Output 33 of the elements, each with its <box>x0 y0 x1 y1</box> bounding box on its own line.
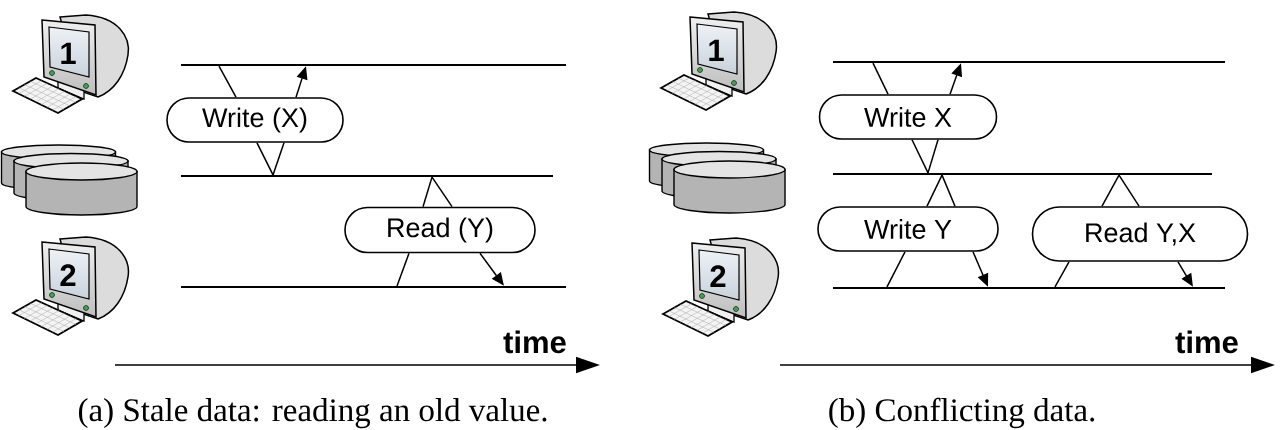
operation-box: Read (Y) <box>344 206 536 254</box>
connector-line <box>1054 261 1070 288</box>
arrow <box>479 252 504 286</box>
screen-number: 1 <box>61 42 76 64</box>
caption: (a) Stale data: reading an old value. <box>78 398 547 429</box>
screen-number: 2 <box>60 264 76 286</box>
connector-line <box>396 252 410 287</box>
timeline <box>181 175 553 177</box>
axis-label: time <box>1175 330 1238 354</box>
connector-line <box>218 65 237 98</box>
screen-number: 2 <box>710 265 726 287</box>
connector-line <box>886 251 906 288</box>
connector-line <box>927 139 939 174</box>
operation-box: Write X <box>818 94 998 140</box>
database-icon <box>0 144 138 216</box>
axis-label: time <box>503 330 566 354</box>
connector-line <box>1118 174 1140 207</box>
connector-line <box>431 176 453 208</box>
connector-line <box>926 174 943 207</box>
connector-line <box>422 176 433 208</box>
connector-line <box>941 174 956 207</box>
operation-box: Read Y,X <box>1031 206 1249 262</box>
screen-number: 1 <box>709 39 724 61</box>
operation-box: Write (X) <box>166 97 344 143</box>
connector-line <box>872 62 889 95</box>
connector-line <box>256 142 274 176</box>
timeline <box>833 173 1212 175</box>
caption: (b) Conflicting data. <box>829 397 1095 429</box>
connector-line <box>272 142 285 176</box>
database-icon <box>648 142 786 214</box>
operation-box: Write Y <box>817 206 999 252</box>
connector-line <box>911 139 929 174</box>
connector-line <box>1101 174 1120 207</box>
